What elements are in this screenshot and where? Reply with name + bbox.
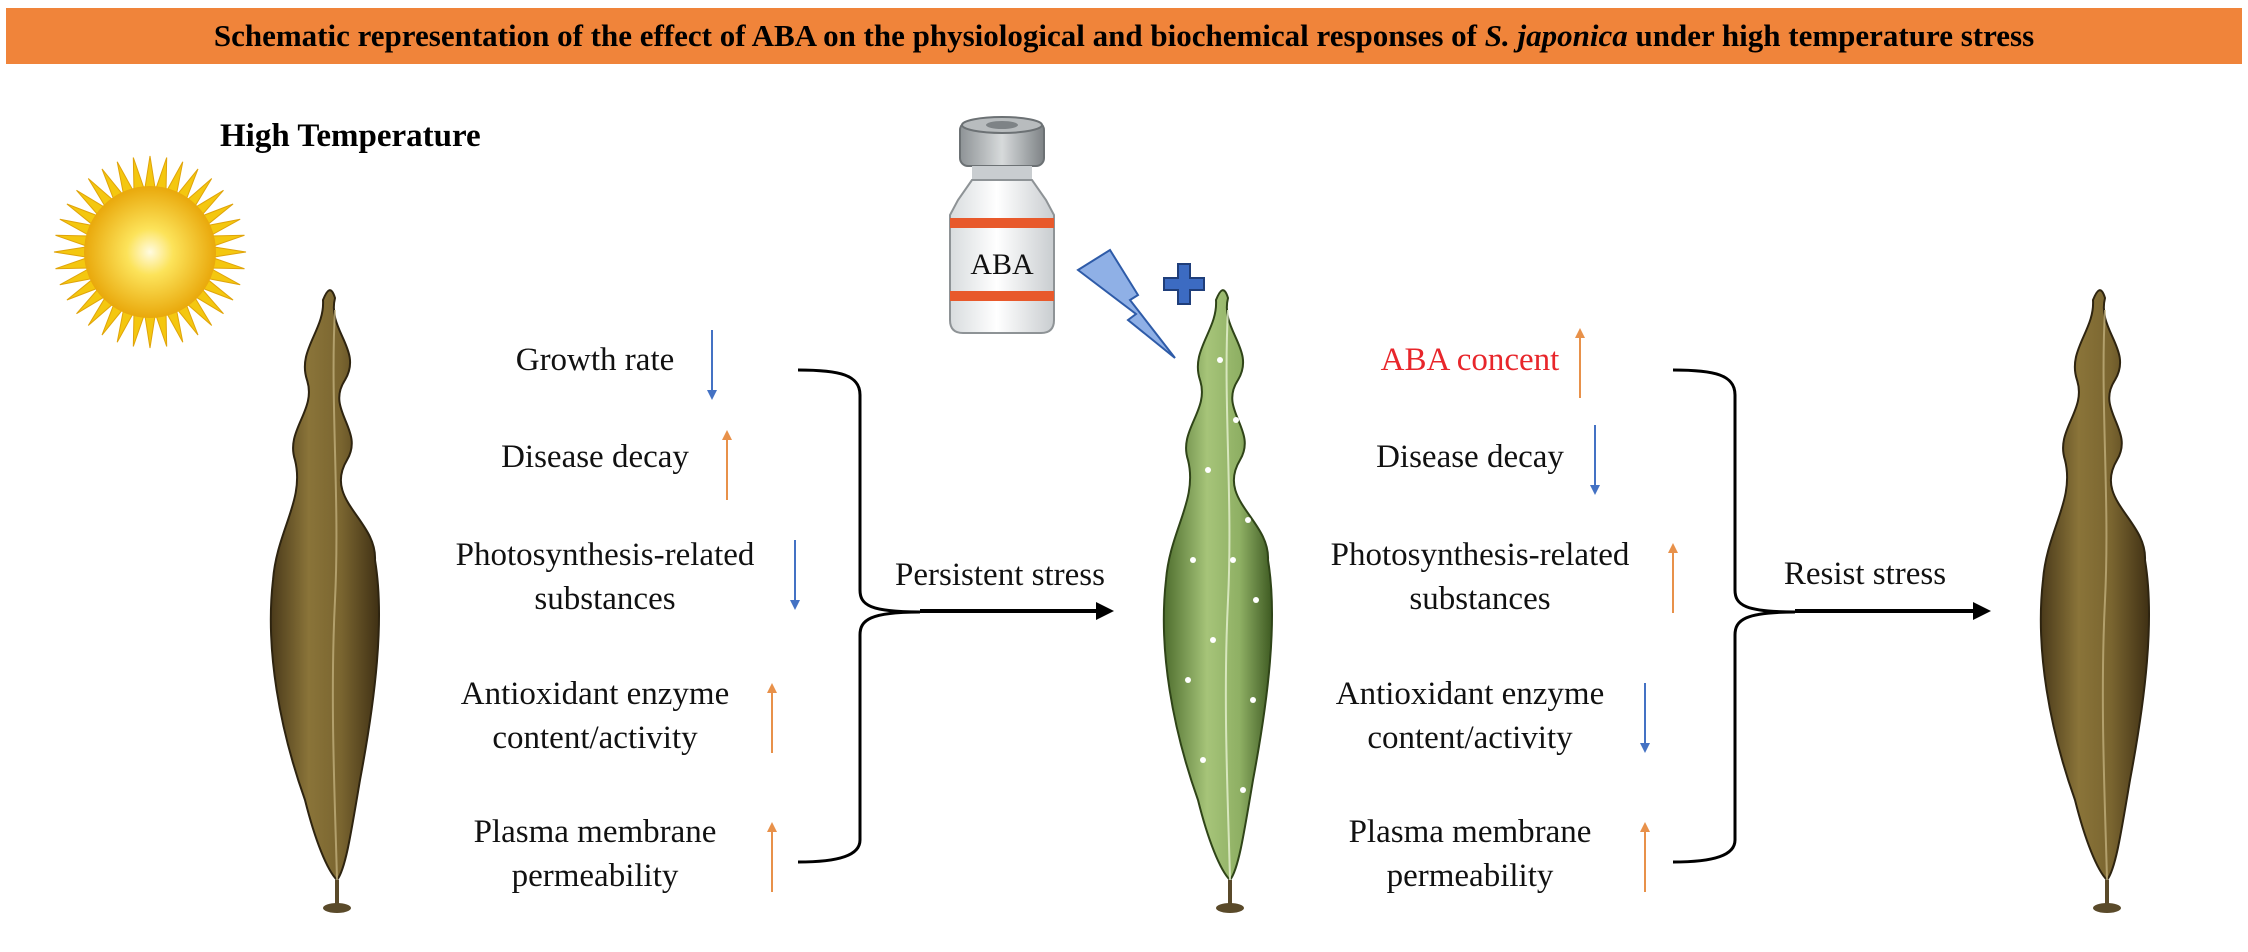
left-up-arrow-4 [767, 822, 777, 892]
right-up-arrow-2 [1668, 543, 1678, 613]
right-down-arrow-1 [1590, 425, 1600, 495]
title-banner: Schematic representation of the effect o… [6, 8, 2242, 64]
lightning-bolt-icon [1076, 248, 1176, 359]
right-brace [1672, 368, 1796, 864]
right-response-disease-decay: Disease decay [1376, 439, 1564, 475]
right-response-aba-content: ABA concent [1380, 342, 1560, 378]
sun-icon [53, 155, 247, 349]
stressed-kelp-right [2039, 289, 2151, 913]
persistent-stress-arrow [920, 602, 1114, 620]
right-up-arrow-0 [1575, 328, 1585, 398]
stressed-kelp-left [269, 289, 381, 913]
left-down-arrow-2 [790, 540, 800, 610]
species-name: S. japonica [1484, 18, 1628, 53]
left-response-growth-rate: Growth rate [515, 342, 675, 378]
resist-stress-arrow [1795, 602, 1991, 620]
left-brace [797, 368, 921, 864]
response-arrows [707, 328, 1678, 892]
left-up-arrow-3 [767, 683, 777, 753]
figure-title: Schematic representation of the effect o… [213, 18, 2035, 53]
left-response-disease-decay: Disease decay [501, 439, 689, 475]
disease-spots [1185, 357, 1259, 793]
sun-disc [84, 186, 216, 318]
plus-icon [1163, 263, 1205, 305]
left-up-arrow-1 [722, 430, 732, 500]
right-down-arrow-3 [1640, 683, 1650, 753]
aba-vial-icon [949, 116, 1055, 334]
vial-label: ABA [970, 248, 1034, 281]
right-up-arrow-4 [1640, 822, 1650, 892]
left-down-arrow-0 [707, 330, 717, 400]
healthy-kelp [1162, 289, 1274, 913]
high-temperature-label: High Temperature [220, 118, 481, 154]
persistent-stress-label: Persistent stress [895, 557, 1105, 593]
resist-stress-label: Resist stress [1783, 556, 1947, 592]
